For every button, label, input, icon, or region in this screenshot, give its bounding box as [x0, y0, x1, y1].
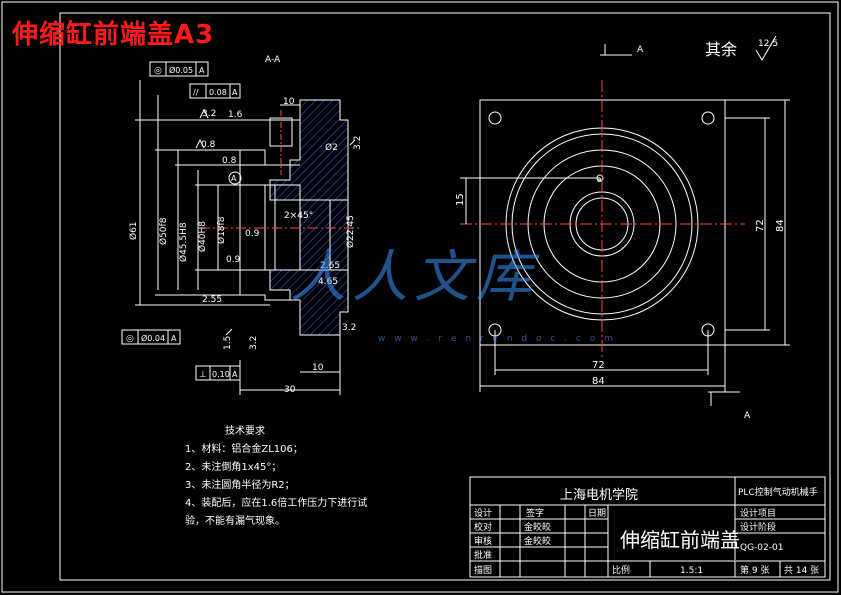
- scale-label: 比例: [612, 564, 630, 576]
- school-name: 上海电机学院: [560, 487, 638, 503]
- dim-label: 10: [283, 97, 295, 107]
- dim-label-rotated: Ø18f8: [216, 216, 227, 244]
- tolerance-datum: A: [232, 88, 238, 97]
- plan-dim-labels: A A a 72 84 72 84 15 其余 12.5: [455, 39, 786, 421]
- note-item: 1、材料：铝合金ZL106；: [185, 444, 303, 455]
- project-name: PLC控制气动机械手: [738, 486, 818, 498]
- design-project: 设计项目: [740, 507, 776, 519]
- plan-label: a: [597, 175, 602, 184]
- tolerance-value: Ø0.05: [169, 65, 193, 75]
- designer-name: 金皎皎: [524, 521, 551, 533]
- drawing-number: QG-02-01: [740, 543, 783, 553]
- row-label: 设计: [474, 507, 492, 519]
- watermark-logo: 人人文库: [290, 245, 538, 310]
- tolerance-symbol: //: [193, 88, 199, 97]
- dim-label-rotated: 72: [755, 219, 766, 232]
- section-label: A-A: [265, 55, 281, 65]
- section-view: [121, 61, 360, 395]
- dim-label: 0.9: [226, 255, 241, 265]
- dim-label-rotated: 3.2: [249, 336, 259, 350]
- tolerance-datum: A: [199, 66, 205, 75]
- dim-label: Ø2: [325, 142, 338, 153]
- part-name: 伸缩缸前端盖: [620, 528, 740, 552]
- notes-heading: 技术要求: [225, 426, 265, 437]
- note-item: 2、未注倒角1x45°；: [185, 462, 282, 473]
- dim-label-rotated: 15: [455, 193, 466, 206]
- tolerance-datum: A: [232, 370, 238, 379]
- row-label: 校对: [474, 521, 492, 533]
- tolerance-value: Ø0.04: [141, 333, 165, 343]
- datum-label: A: [231, 174, 237, 183]
- dim-label-rotated: 84: [775, 219, 786, 232]
- dim-label: 2.65: [320, 261, 340, 271]
- section-arrow-label: A: [637, 45, 644, 55]
- checker-name: 金皎皎: [524, 535, 551, 547]
- title-block: [469, 476, 826, 578]
- drawing-title: 伸缩缸前端盖A3: [12, 20, 215, 50]
- tolerance-symbol: ⊥: [199, 370, 207, 380]
- watermark-url: w w w . r e n r e n d o c . c o m: [378, 334, 616, 344]
- dim-label: 0.9: [245, 229, 260, 239]
- dim-label: 3.2: [202, 109, 216, 119]
- note-item: 验，不能有漏气现象。: [185, 516, 285, 527]
- dim-label: 72: [592, 360, 605, 371]
- tolerance-symbol: ◎: [126, 334, 134, 344]
- column-label: 签字: [526, 507, 544, 519]
- row-label: 审核: [474, 535, 492, 547]
- roughness-value: 12.5: [758, 39, 778, 49]
- note-item: 3、未注圆角半径为R2；: [185, 480, 295, 491]
- dim-label: 0.8: [201, 140, 216, 150]
- dim-label-rotated: Ø61: [128, 221, 139, 240]
- section-dim-labels: A-A 10 1.6 3.2 0.8 0.8 Ø2 A 2×45° 0.9 0.…: [126, 55, 363, 395]
- plan-view: [460, 35, 790, 406]
- sheet-total: 共 14 张: [784, 565, 819, 576]
- roughness-note: 其余: [705, 40, 737, 59]
- section-hatch-region: [269, 99, 349, 336]
- dim-label: 4.65: [318, 277, 338, 287]
- tolerance-value: 0.10: [212, 370, 230, 379]
- column-label: 日期: [588, 508, 606, 519]
- dim-label-rotated: Ø40H8: [197, 221, 208, 252]
- dim-label: 1.6: [228, 110, 243, 120]
- dim-label: 84: [592, 376, 605, 387]
- row-label: 描图: [474, 564, 492, 576]
- drawing-border-inner: [59, 12, 831, 581]
- tolerance-value: 0.08: [209, 88, 227, 97]
- dim-label: 0.8: [222, 156, 237, 166]
- technical-notes: 技术要求 1、材料：铝合金ZL106； 2、未注倒角1x45°； 3、未注圆角半…: [185, 423, 367, 531]
- tolerance-datum: A: [171, 334, 177, 343]
- dim-label: 2×45°: [284, 211, 313, 221]
- dim-label-rotated: Ø45.5H8: [178, 222, 189, 262]
- dim-label-rotated: Ø22.45: [345, 215, 356, 248]
- title-block-text: 上海电机学院 PLC控制气动机械手 伸缩缸前端盖 设计 校对 审核 批准 描图 …: [474, 486, 819, 576]
- dim-label-rotated: Ø50f8: [158, 217, 169, 245]
- dim-label: 2.55: [202, 295, 222, 305]
- dim-label: 10: [312, 363, 324, 373]
- row-label: 批准: [474, 549, 492, 561]
- sheet-number: 第 9 张: [740, 564, 769, 576]
- dim-label-rotated: 1.5: [223, 336, 233, 350]
- note-item: 4、装配后，应在1.6倍工作压力下进行试: [185, 498, 368, 509]
- dim-label: 3.2: [342, 323, 356, 333]
- section-arrow-label: A: [744, 411, 751, 421]
- scale-value: 1.5:1: [680, 566, 703, 576]
- design-stage: 设计阶段: [740, 521, 776, 533]
- dim-label: 30: [284, 385, 296, 395]
- tolerance-symbol: ◎: [154, 66, 162, 76]
- dim-label-rotated: 3.2: [353, 136, 363, 150]
